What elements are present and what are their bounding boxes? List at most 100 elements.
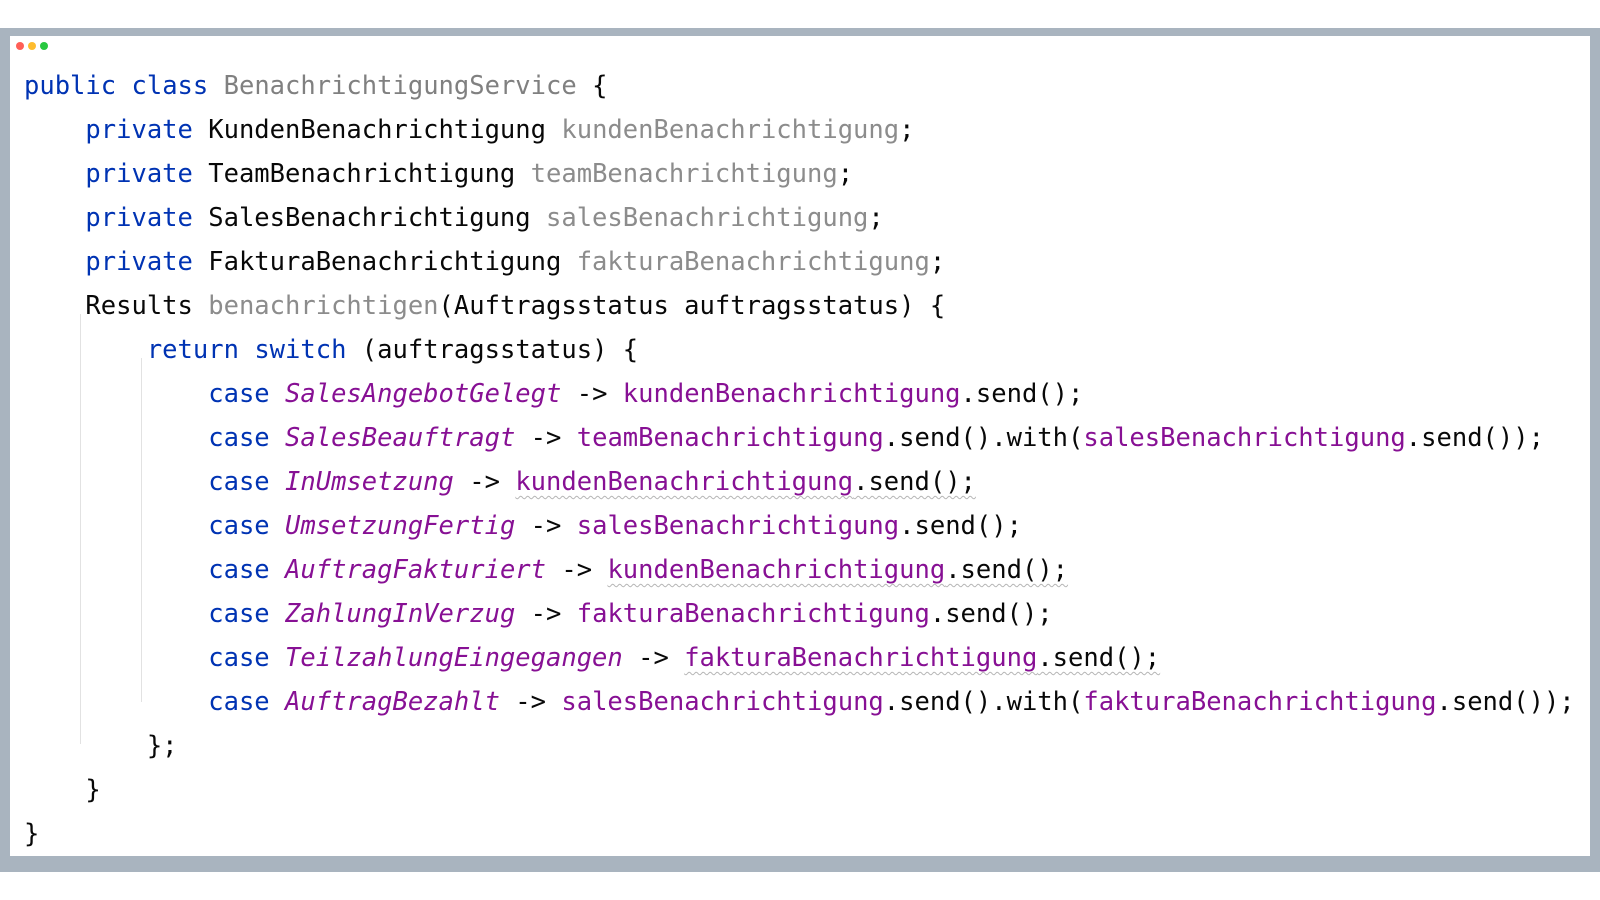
code-token: -> <box>515 423 577 453</box>
code-line: case SalesAngebotGelegt -> kundenBenachr… <box>24 372 1575 416</box>
code-token: }; <box>146 731 178 761</box>
code-token-ref: fakturaBenachrichtigung <box>684 643 1038 673</box>
code-token <box>270 599 285 629</box>
code-token-ref: fakturaBenachrichtigung <box>576 599 930 629</box>
code-line: case AuftragFakturiert -> kundenBenachri… <box>24 548 1575 592</box>
code-token-kw: private <box>85 203 193 233</box>
code-indent <box>24 159 85 189</box>
code-token: .send()); <box>1405 423 1544 453</box>
code-token: KundenBenachrichtigung <box>192 115 562 145</box>
code-token-ref: kundenBenachrichtigung <box>515 467 854 497</box>
code-line: private KundenBenachrichtigung kundenBen… <box>24 108 1575 152</box>
code-token: .send(); <box>853 467 976 497</box>
code-token-kw: return <box>146 335 239 365</box>
code-token-ref: salesBenachrichtigung <box>576 511 900 541</box>
code-line: case TeilzahlungEingegangen -> fakturaBe… <box>24 636 1575 680</box>
code-token-ref: salesBenachrichtigung <box>1083 423 1406 453</box>
code-token-kw: public <box>24 71 117 101</box>
code-token-enum: AuftragBezahlt <box>285 687 500 717</box>
code-token <box>116 71 131 101</box>
code-token-enum: SalesBeauftragt <box>285 423 516 453</box>
code-token: ; <box>837 159 854 189</box>
code-token-enum: ZahlungInVerzug <box>285 599 516 629</box>
code-token-kw: case <box>208 423 270 453</box>
code-token <box>270 423 285 453</box>
code-token-ref: kundenBenachrichtigung <box>622 379 961 409</box>
code-token: -> <box>515 599 577 629</box>
code-token-kw: case <box>208 467 270 497</box>
code-token: ; <box>868 203 884 233</box>
code-indent <box>24 467 208 497</box>
code-indent <box>24 247 85 277</box>
code-token: SalesBenachrichtigung <box>192 203 546 233</box>
code-token <box>239 335 254 365</box>
code-token-ref: fakturaBenachrichtigung <box>1083 687 1437 717</box>
code-token-field: kundenBenachrichtigung <box>561 115 900 145</box>
code-editor-content[interactable]: public class BenachrichtigungService { p… <box>24 64 1575 856</box>
code-token-ref: teamBenachrichtigung <box>576 423 884 453</box>
code-token-kw: case <box>208 511 270 541</box>
code-token <box>270 687 285 717</box>
code-indent <box>24 291 85 321</box>
code-indent <box>24 775 85 805</box>
code-token-field: fakturaBenachrichtigung <box>576 247 930 277</box>
code-token: { <box>576 71 608 101</box>
code-token <box>208 71 223 101</box>
code-token <box>270 555 285 585</box>
indent-guide-method <box>80 314 81 744</box>
code-token: .send(); <box>929 599 1053 629</box>
code-indent <box>24 731 147 761</box>
close-window-button[interactable] <box>16 42 24 50</box>
code-token: -> <box>622 643 685 673</box>
code-token <box>270 467 285 497</box>
code-token: TeamBenachrichtigung <box>192 159 531 189</box>
code-token: -> <box>546 555 608 585</box>
code-token-cls-decl: BenachrichtigungService <box>223 71 577 101</box>
code-token: FakturaBenachrichtigung <box>192 247 577 277</box>
code-line: case ZahlungInVerzug -> fakturaBenachric… <box>24 592 1575 636</box>
code-token: .send(); <box>945 555 1069 585</box>
code-token: (auftragsstatus) { <box>346 335 639 365</box>
code-line: private TeamBenachrichtigung teamBenachr… <box>24 152 1575 196</box>
code-editor-window: public class BenachrichtigungService { p… <box>10 36 1590 856</box>
code-indent <box>24 379 208 409</box>
code-token: Results <box>85 291 209 321</box>
code-token-kw: case <box>208 687 270 717</box>
code-line: public class BenachrichtigungService { <box>24 64 1575 108</box>
code-line: case AuftragBezahlt -> salesBenachrichti… <box>24 680 1575 724</box>
code-token-enum: SalesAngebotGelegt <box>285 379 562 409</box>
code-token: .send(); <box>899 511 1022 541</box>
zoom-window-button[interactable] <box>40 42 48 50</box>
code-line: } <box>24 812 1575 856</box>
code-token: (Auftragsstatus auftragsstatus) { <box>438 291 946 321</box>
code-line: Results benachrichtigen(Auftragsstatus a… <box>24 284 1575 328</box>
code-token: -> <box>561 379 623 409</box>
code-token-kw: case <box>208 379 270 409</box>
code-token: .send()); <box>1436 687 1575 717</box>
code-indent <box>24 511 208 541</box>
code-line: case UmsetzungFertig -> salesBenachricht… <box>24 504 1575 548</box>
code-token: .send(); <box>1037 643 1161 673</box>
code-token: -> <box>453 467 516 497</box>
code-token-kw: private <box>85 159 193 189</box>
code-line: return switch (auftragsstatus) { <box>24 328 1575 372</box>
code-token-kw: class <box>131 71 209 101</box>
code-token-kw: case <box>208 643 270 673</box>
code-token-kw: case <box>208 555 270 585</box>
code-token-ref: kundenBenachrichtigung <box>607 555 946 585</box>
code-indent <box>24 423 208 453</box>
code-token <box>270 511 285 541</box>
code-token: ; <box>899 115 915 145</box>
code-token <box>270 643 285 673</box>
code-token: .send().with( <box>883 687 1084 717</box>
code-token-enum: InUmsetzung <box>285 467 454 497</box>
code-indent <box>24 335 147 365</box>
code-token: ; <box>929 247 946 277</box>
code-line: } <box>24 768 1575 812</box>
code-token-kw: private <box>85 115 193 145</box>
code-token: .send(); <box>960 379 1084 409</box>
code-indent <box>24 599 208 629</box>
code-indent <box>24 687 208 717</box>
minimize-window-button[interactable] <box>28 42 36 50</box>
code-token-enum: UmsetzungFertig <box>285 511 516 541</box>
